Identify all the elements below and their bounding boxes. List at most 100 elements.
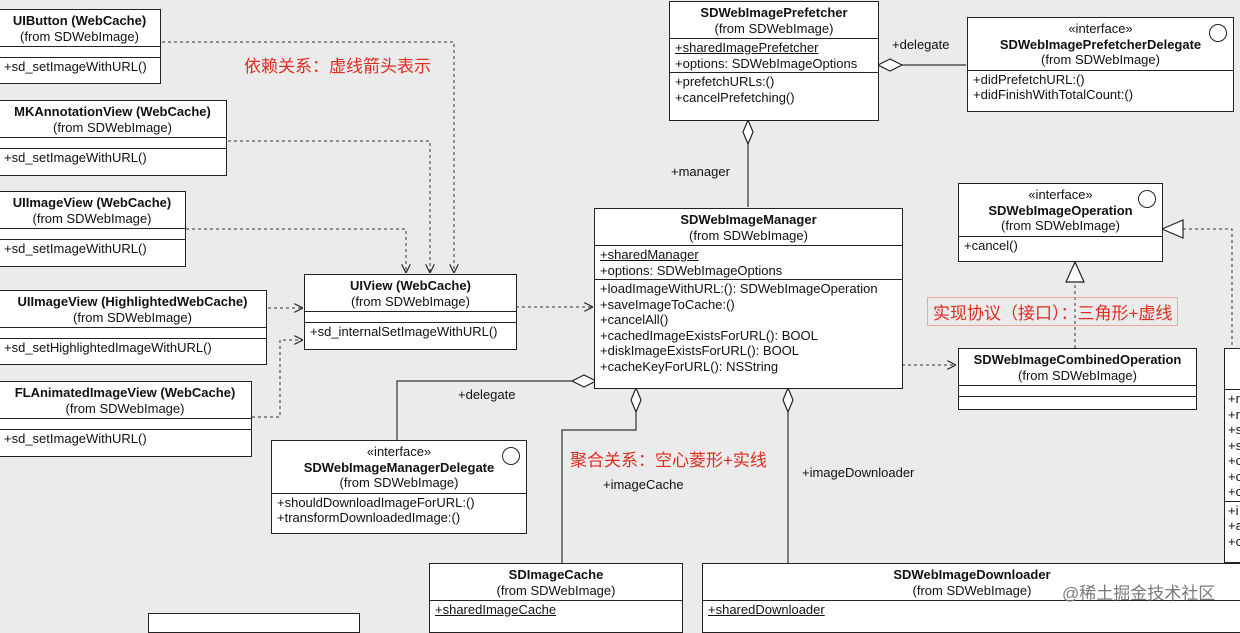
attributes-section [0,419,251,430]
class-name: SDWebImageManagerDelegate [303,459,495,475]
attributes-section [305,312,516,323]
attribute: +sharedImagePrefetcher [675,40,819,55]
assoc-manager-delegate [396,380,572,440]
class-partial-bottom[interactable] [148,613,360,633]
class-sdwebimagemanager[interactable]: SDWebImageManager(from SDWebImage) +shar… [594,208,903,389]
note-realization: 实现协议（接口）：三角形+虚线 [927,297,1179,326]
interface-sdwebimageoperation[interactable]: «interface»SDWebImageOperation(from SDWe… [958,183,1163,262]
class-sdimagecache[interactable]: SDImageCache(from SDWebImage) +sharedIma… [429,563,683,633]
operation: +cacheKeyForURL(): NSString [600,358,779,374]
class-sdwebimageprefetcher[interactable]: SDWebImagePrefetcher(from SDWebImage) +s… [669,1,879,121]
operations-section [959,397,1196,407]
class-name: UIImageView (WebCache) [12,195,172,210]
class-package: (from SDWebImage) [496,582,616,598]
attributes-section [959,386,1196,397]
class-partial-right[interactable]: +r +r +s +s +c +c +c +i +a +c [1224,348,1240,563]
class-package: (from SDWebImage) [351,293,470,309]
operation: +sd_setImageWithURL() [4,59,147,74]
operation: +shouldDownloadImageForURL:() [277,494,475,510]
operation: +i [1228,502,1239,518]
operations-section: +sd_setHighlightedImageWithURL() [0,339,266,357]
operation: +c [1228,533,1240,549]
dep-uibutton-uiview [162,41,454,273]
agg-diamond-prefetcher [742,118,754,146]
attributes-section [0,328,266,339]
attribute: +options: SDWebImageOptions [600,262,783,278]
class-package: (from SDWebImage) [1018,367,1137,383]
class-name: FLAnimatedImageView (WebCache) [14,385,236,400]
operations-section: +sd_internalSetImageWithURL() [305,323,516,341]
attributes-section: +sharedImageCache [430,601,682,619]
attributes-section: +sharedDownloader [703,601,1240,619]
class-uiview-webcache[interactable]: UIView (WebCache)(from SDWebImage) +sd_i… [304,274,517,350]
operation: +didPrefetchURL:() [973,71,1085,87]
role-label-manager: +manager [671,164,730,179]
class-name: UIButton (WebCache) [12,13,147,28]
operation: +cancel() [964,237,1018,253]
class-package: (from SDWebImage) [912,582,1032,598]
attribute: +sharedDownloader [708,602,825,617]
role-label-imagedownloader: +imageDownloader [802,465,915,480]
class-uiimageview-webcache[interactable]: UIImageView (WebCache)(from SDWebImage) … [0,191,186,267]
operations-section: +didPrefetchURL:() +didFinishWithTotalCo… [968,71,1233,104]
interface-circle-icon [502,447,520,465]
stereotype: «interface» [1028,187,1093,202]
operations-section: +sd_setImageWithURL() [0,149,226,167]
agg-diamond-manager-delegate [570,374,598,388]
role-label-delegate-prefetcher: +delegate [892,37,950,52]
class-mkannotationview-webcache[interactable]: MKAnnotationView (WebCache)(from SDWebIm… [0,100,227,176]
class-name: MKAnnotationView (WebCache) [14,104,211,119]
operations-section: +sd_setImageWithURL() [0,240,185,258]
class-package: (from SDWebImage) [32,210,152,226]
operation: +didFinishWithTotalCount:() [973,87,1134,102]
class-package: (from SDWebImage) [73,309,192,325]
operation: +sd_setImageWithURL() [4,150,147,165]
class-flanimatedimageview-webcache[interactable]: FLAnimatedImageView (WebCache)(from SDWe… [0,381,252,457]
relationship-lines [162,41,1233,563]
class-uibutton-webcache[interactable]: UIButton (WebCache)(from SDWebImage) +sd… [0,9,161,84]
operations-section: +sd_setImageWithURL() [0,58,160,76]
operations-section: +sd_setImageWithURL() [0,430,251,448]
realization-triangle-left [1160,219,1184,239]
operation: +cancelPrefetching() [675,89,795,105]
operation: +sd_setImageWithURL() [4,241,147,256]
agg-diamond-imagecache [630,386,642,414]
watermark: @稀土掘金技术社区 [1062,584,1216,603]
class-package: (from SDWebImage) [689,227,808,243]
attribute: +r [1228,391,1240,406]
operations-section: +i +a +c [1225,502,1240,551]
class-header [1225,349,1240,390]
dep-flanimated-uiview [252,340,303,418]
attributes-section [0,138,226,149]
realization-triangle-up [1065,260,1085,283]
agg-diamond-prefetcher-delegate [876,58,904,72]
operation: +cancelAll() [600,312,669,327]
class-name: SDWebImageOperation [988,202,1133,218]
attribute: +r [1228,406,1240,422]
operations-section: +loadImageWithURL:(): SDWebImageOperatio… [595,280,902,375]
interface-sdwebimageprefetcherdelegate[interactable]: «interface»SDWebImagePrefetcherDelegate(… [967,17,1234,112]
operation: +sd_setHighlightedImageWithURL() [4,340,212,355]
dep-uiimageview-uiview [186,228,406,273]
class-package: (from SDWebImage) [339,475,459,490]
attribute: +c [1228,468,1240,484]
operation: +loadImageWithURL:(): SDWebImageOperatio… [600,281,878,296]
attributes-section: +sharedImagePrefetcher +options: SDWebIm… [670,39,878,73]
class-package: (from SDWebImage) [53,119,172,135]
attribute: +sharedImageCache [435,602,557,617]
attribute: +options: SDWebImageOptions [675,55,858,71]
attributes-section [0,229,185,240]
attributes-section: +r +r +s +s +c +c +c [1225,390,1240,502]
attribute: +c [1228,453,1240,468]
attributes-section: +sharedManager +options: SDWebImageOptio… [595,246,902,280]
attribute: +c [1228,484,1240,499]
class-name: UIView (WebCache) [350,278,471,293]
class-name: SDImageCache [508,567,604,582]
operation: +diskImageExistsForURL(): BOOL [600,343,800,358]
class-uiimageview-highlightedwebcache[interactable]: UIImageView (HighlightedWebCache)(from S… [0,290,267,365]
interface-sdwebimagemanagerdelegate[interactable]: «interface»SDWebImageManagerDelegate(fro… [271,440,527,534]
operations-section: +shouldDownloadImageForURL:() +transform… [272,494,526,527]
operation: +sd_internalSetImageWithURL() [310,324,498,339]
dep-mkannotation-uiview [228,140,430,273]
class-sdwebimagecombinedoperation[interactable]: SDWebImageCombinedOperation(from SDWebIm… [958,348,1197,410]
